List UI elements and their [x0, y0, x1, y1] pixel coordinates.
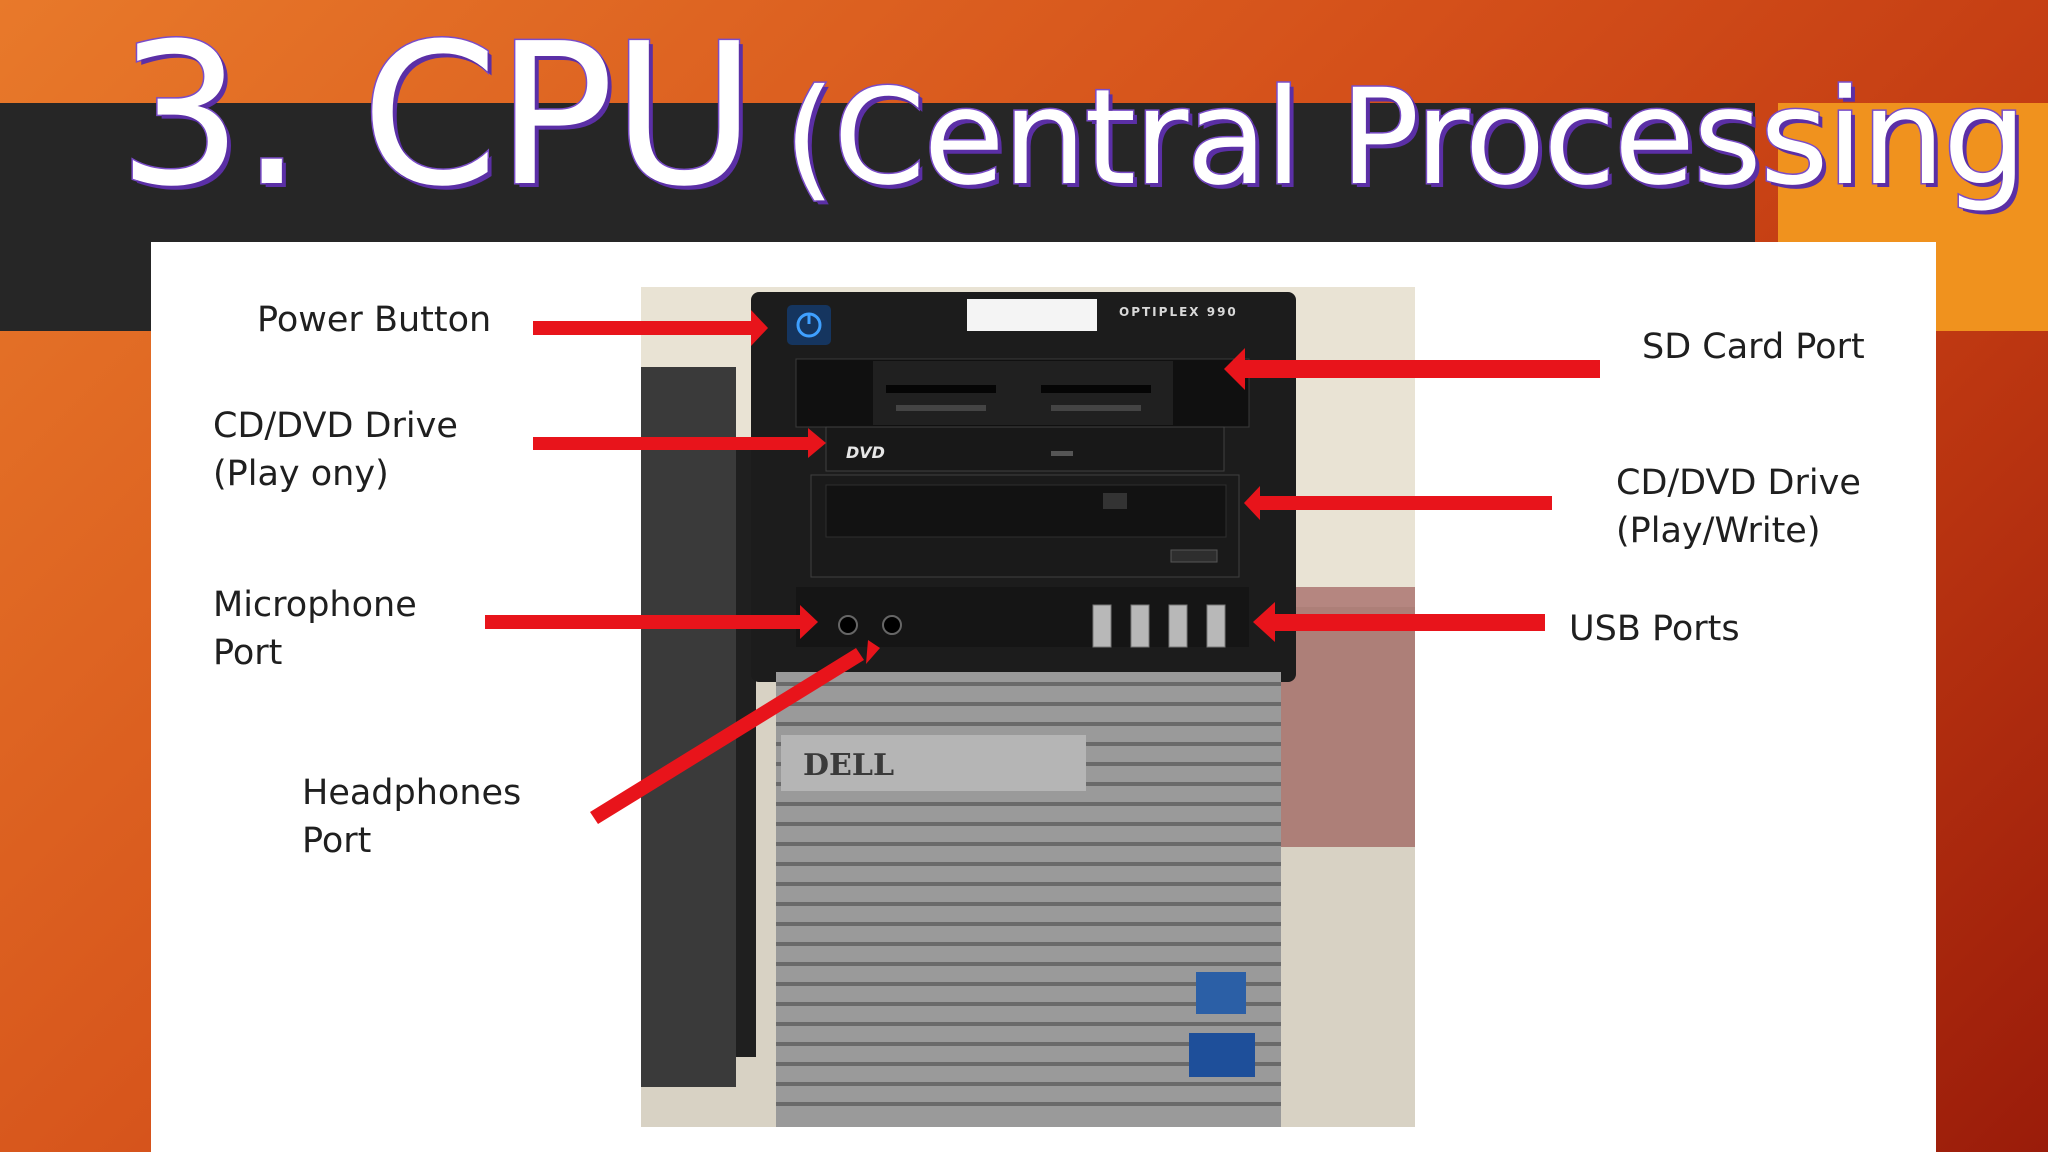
label-microphone-port: Microphone Port [213, 581, 417, 677]
model-text: OPTIPLEX 990 [1119, 305, 1238, 319]
title-rest: (Central Processing [782, 61, 2028, 215]
title-number: 3. CPU [117, 2, 758, 230]
label-cd-dvd-play-line1: CD/DVD Drive [213, 406, 458, 446]
cpu-tower-photo: OPTIPLEX 990 DVD [641, 287, 1415, 1127]
label-microphone-line1: Microphone [213, 585, 417, 625]
label-cd-dvd-play-line2: (Play ony) [213, 454, 389, 494]
label-sd-card-text: SD Card Port [1642, 327, 1865, 367]
label-sd-card-port: SD Card Port [1642, 323, 1865, 371]
label-headphones-line2: Port [302, 821, 372, 861]
label-usb-ports-text: USB Ports [1569, 609, 1740, 649]
label-power-button-text: Power Button [257, 300, 492, 340]
label-cd-dvd-write: CD/DVD Drive (Play/Write) [1616, 459, 1861, 555]
label-cd-dvd-play: CD/DVD Drive (Play ony) [213, 402, 458, 498]
label-microphone-line2: Port [213, 633, 283, 673]
dvd-logo-text: DVD [846, 443, 885, 462]
label-headphones-port: Headphones Port [302, 769, 521, 865]
slide-title: 3. CPU(Central Processing [117, 17, 2029, 216]
label-usb-ports: USB Ports [1569, 605, 1740, 653]
label-power-button: Power Button [257, 296, 491, 344]
dell-logo-text: DELL [803, 748, 894, 783]
label-headphones-line1: Headphones [302, 773, 522, 813]
label-cd-dvd-write-line1: CD/DVD Drive [1616, 463, 1861, 503]
label-cd-dvd-write-line2: (Play/Write) [1616, 511, 1821, 551]
